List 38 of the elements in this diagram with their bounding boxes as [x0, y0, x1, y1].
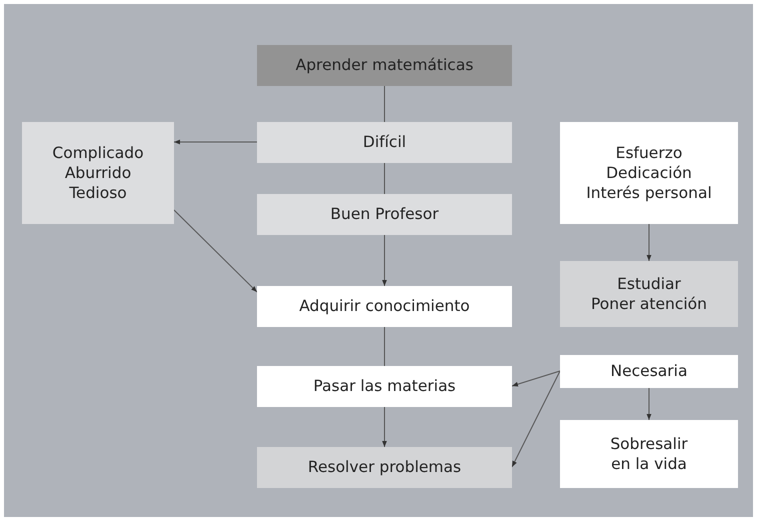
- arrow: [382, 406, 387, 448]
- process-box: [257, 194, 512, 235]
- arrow: [646, 388, 652, 420]
- box-text: Buen Profesor: [330, 204, 439, 225]
- box-text: Estudiar: [617, 274, 681, 294]
- box-text: Aburrido: [64, 162, 132, 184]
- connector-line: [384, 86, 385, 122]
- box-text: Aprender matemáticas: [296, 55, 474, 76]
- box-text: Difícil: [362, 132, 406, 153]
- process-box: [257, 447, 512, 488]
- process-box: [22, 122, 174, 224]
- process-box: [560, 420, 738, 488]
- connector-line: [384, 162, 385, 194]
- arrow: [174, 140, 258, 144]
- box-text: Sobresalir en la vida: [609, 434, 689, 474]
- arrow: [512, 370, 560, 386]
- arrow: [382, 234, 387, 286]
- box-text: Esfuerzo: [616, 142, 682, 163]
- box-text: Interés personal: [586, 183, 712, 204]
- process-box: [257, 122, 512, 163]
- box-text: Resolver problemas: [308, 457, 462, 478]
- box-text: Necesaria: [610, 361, 688, 382]
- box-text: Poner atención: [590, 294, 707, 314]
- process-box: [560, 261, 738, 327]
- process-box: [257, 45, 512, 86]
- arrow: [174, 210, 258, 292]
- box-text: Pasar las materias: [313, 376, 456, 397]
- box-text: Dedicación: [606, 162, 692, 184]
- process-box: [560, 355, 738, 388]
- process-box: [257, 286, 512, 327]
- arrow: [646, 224, 652, 262]
- process-box: [560, 122, 738, 224]
- box-text: Complicado: [52, 142, 144, 163]
- box-text: Adquirir conocimiento: [299, 296, 470, 317]
- box-text: Tedioso: [69, 183, 127, 204]
- arrow: [512, 370, 560, 468]
- process-box: [257, 366, 512, 407]
- connector-line: [384, 326, 385, 366]
